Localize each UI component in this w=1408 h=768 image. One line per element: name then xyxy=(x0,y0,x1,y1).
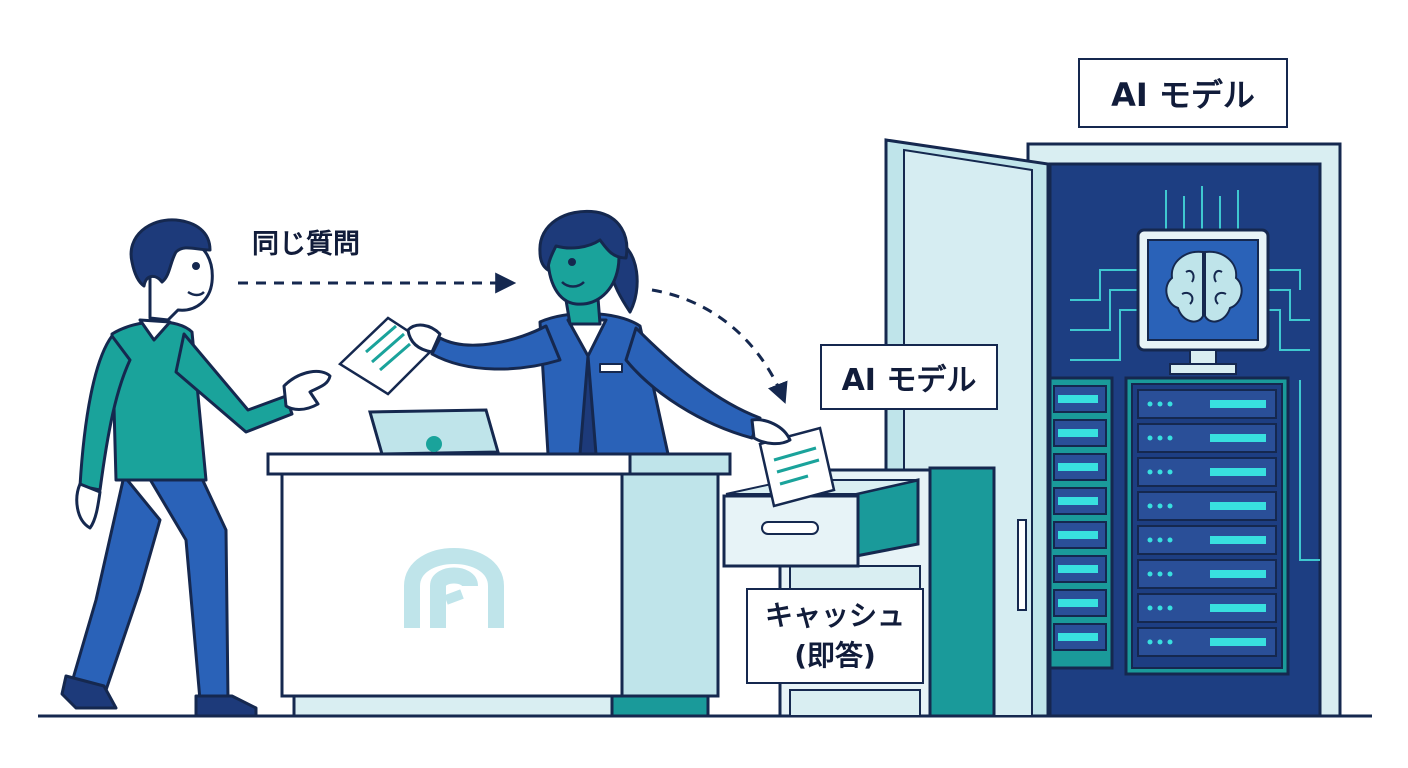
server-led xyxy=(1147,571,1153,577)
server-bar xyxy=(1058,395,1098,403)
server-bar xyxy=(1058,463,1098,471)
server-led xyxy=(1157,435,1163,441)
server-led xyxy=(1167,537,1173,543)
server-led xyxy=(1167,639,1173,645)
server-led xyxy=(1157,503,1163,509)
server-bar xyxy=(1210,638,1266,646)
server-bar xyxy=(1058,497,1098,505)
server-led xyxy=(1147,639,1153,645)
server-bar xyxy=(1058,565,1098,573)
server-bar xyxy=(1058,429,1098,437)
server-led xyxy=(1147,435,1153,441)
server-rack-left xyxy=(1048,376,1114,670)
server-led xyxy=(1157,469,1163,475)
question-label: 同じ質問 xyxy=(252,229,360,260)
server-bar xyxy=(1058,599,1098,607)
door-handle xyxy=(1017,519,1027,611)
server-bar xyxy=(1058,633,1098,641)
drawer-handle xyxy=(761,521,819,535)
circuit-lines xyxy=(1070,186,1320,561)
brain-icon xyxy=(1165,250,1243,323)
server-bar xyxy=(1058,531,1098,539)
ai-model-middle-label: AI モデル xyxy=(820,344,998,410)
server-led xyxy=(1157,639,1163,645)
server-rack-right xyxy=(1124,376,1290,676)
server-bar xyxy=(1210,468,1266,476)
server-led xyxy=(1157,537,1163,543)
server-led xyxy=(1147,605,1153,611)
server-led xyxy=(1167,435,1173,441)
server-led xyxy=(1157,401,1163,407)
server-led xyxy=(1147,537,1153,543)
laptop-icon xyxy=(368,408,500,456)
server-bar xyxy=(1210,570,1266,578)
ai-model-top-label: AI モデル xyxy=(1078,58,1288,128)
server-led xyxy=(1147,503,1153,509)
server-led xyxy=(1157,605,1163,611)
customer-person xyxy=(60,218,332,718)
server-bar xyxy=(1210,400,1266,408)
server-led xyxy=(1157,571,1163,577)
cache-arrow xyxy=(651,288,788,404)
receptionist-person xyxy=(406,209,792,456)
desk-logo-icon xyxy=(404,548,504,628)
server-led xyxy=(1167,503,1173,509)
server-led xyxy=(1167,469,1173,475)
cache-label-line1: キャッシュ xyxy=(764,599,905,632)
document-into-cache xyxy=(758,426,836,508)
cache-label: キャッシュ (即答) xyxy=(746,588,924,684)
server-cabinet xyxy=(1026,142,1342,718)
server-bar xyxy=(1210,434,1266,442)
server-led xyxy=(1147,469,1153,475)
server-bar xyxy=(1210,502,1266,510)
server-led xyxy=(1167,401,1173,407)
cache-label-line2: (即答) xyxy=(794,639,876,672)
server-bar xyxy=(1210,604,1266,612)
server-led xyxy=(1167,605,1173,611)
server-led xyxy=(1167,571,1173,577)
server-led xyxy=(1147,401,1153,407)
server-bar xyxy=(1210,536,1266,544)
reception-desk xyxy=(266,452,732,718)
